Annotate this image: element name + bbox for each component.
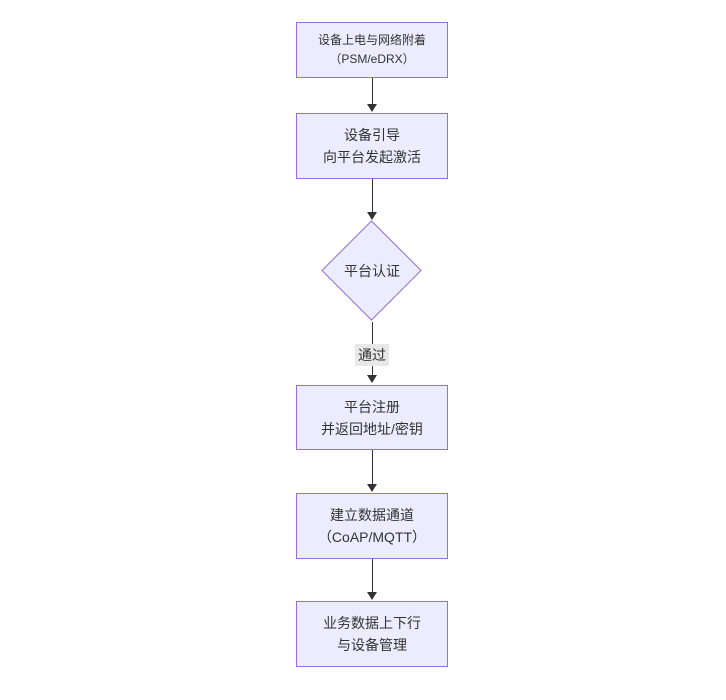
node-text-line: 并返回地址/密钥 — [321, 420, 423, 437]
node-platform-register: 平台注册 并返回地址/密钥 — [296, 385, 448, 450]
flow-arrow-5 — [366, 559, 378, 600]
node-text-line: 平台注册 — [344, 398, 400, 415]
arrowhead-down-icon — [367, 375, 377, 383]
node-text-line: 业务数据上下行 — [323, 615, 421, 631]
arrowhead-down-icon — [367, 212, 377, 220]
node-text-line: （CoAP/MQTT） — [317, 529, 427, 545]
arrowhead-down-icon — [367, 104, 377, 112]
node-power-on-network-attach: 设备上电与网络附着 （PSM/eDRX） — [296, 22, 448, 78]
flow-arrow-2 — [366, 179, 378, 220]
arrow-line — [371, 559, 373, 592]
flow-arrow-4 — [366, 450, 378, 492]
node-text-line: 设备引导 — [344, 127, 400, 143]
arrowhead-down-icon — [367, 592, 377, 600]
edge-label-pass: 通过 — [355, 344, 389, 366]
arrow-line — [371, 450, 373, 484]
node-business-data-management: 业务数据上下行 与设备管理 — [296, 601, 448, 667]
node-text-line: 向平台发起激活 — [323, 149, 421, 165]
flow-arrow-1 — [366, 78, 378, 112]
node-data-channel: 建立数据通道 （CoAP/MQTT） — [296, 493, 448, 559]
node-text-line: （PSM/eDRX） — [329, 52, 415, 66]
node-text-line: 建立数据通道 — [330, 507, 414, 523]
node-text-line: 设备上电与网络附着 — [317, 33, 426, 47]
decision-label: 平台认证 — [344, 263, 400, 279]
arrow-line — [371, 78, 373, 104]
node-text-line: 与设备管理 — [337, 637, 407, 653]
node-device-bootstrap: 设备引导 向平台发起激活 — [296, 113, 448, 179]
arrowhead-down-icon — [367, 484, 377, 492]
arrow-line — [371, 179, 373, 212]
decision-platform-auth: 平台认证 — [321, 220, 422, 321]
